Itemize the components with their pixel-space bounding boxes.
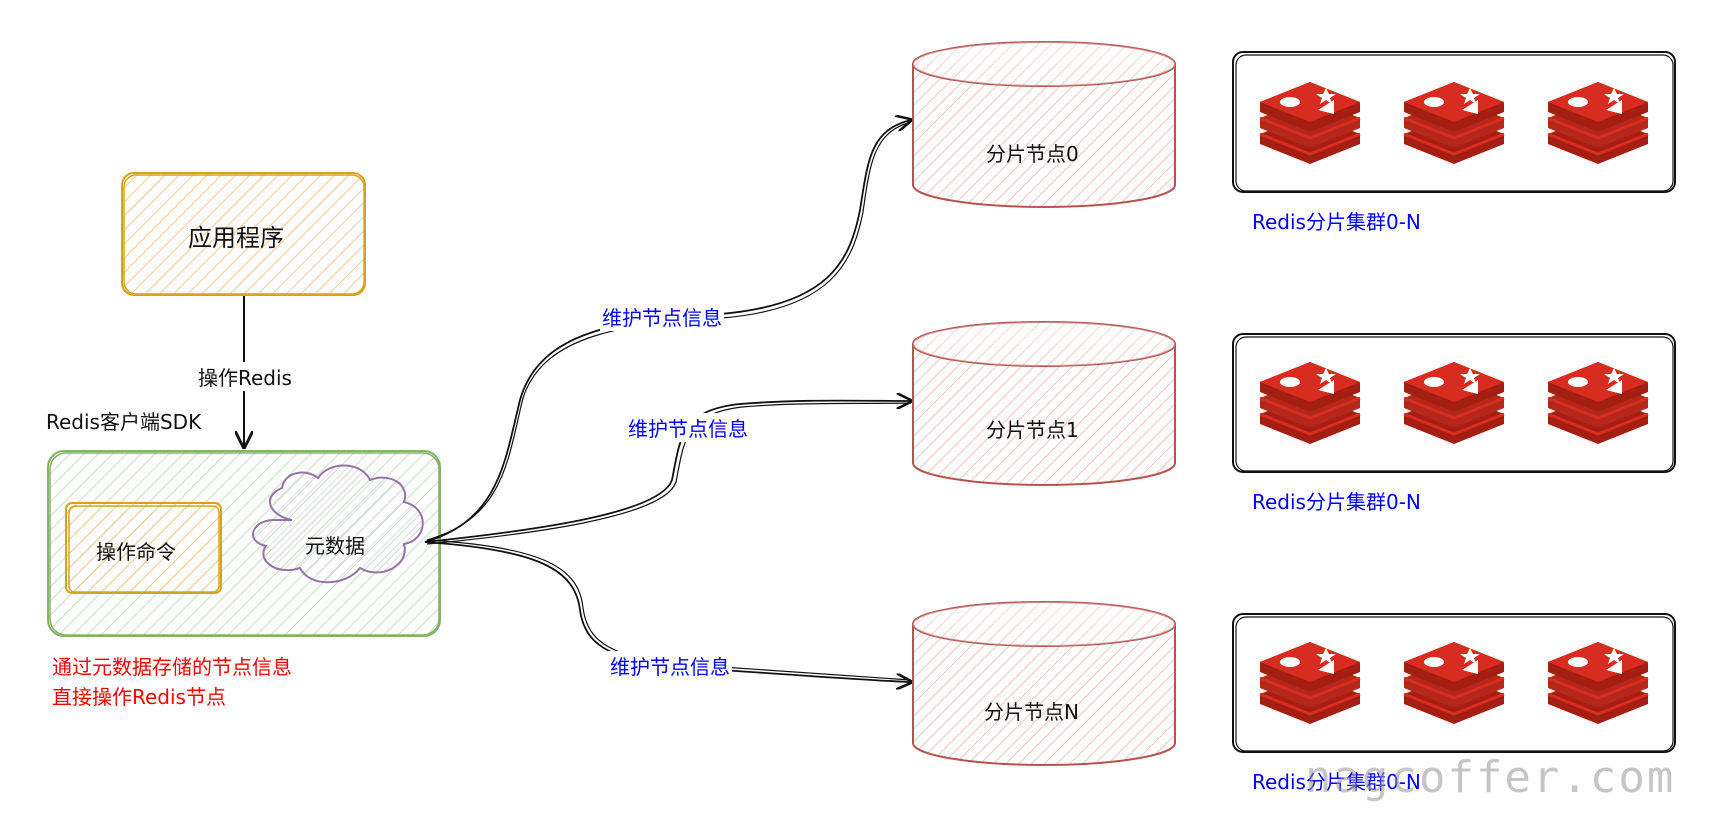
maintain-label-0: 维护节点信息: [600, 302, 724, 331]
redis-logo-icon: [1546, 640, 1650, 726]
application-box: [121, 172, 366, 296]
sdk-label: Redis客户端SDK: [46, 410, 202, 434]
shard-node-0: [912, 41, 1176, 208]
redis-logo-icon: [1258, 640, 1362, 726]
command-label: 操作命令: [96, 540, 176, 564]
redis-logo-icon: [1546, 360, 1650, 446]
redis-logo-icon: [1402, 360, 1506, 446]
shard-node-1: [912, 321, 1176, 486]
watermark: nagcoffer.com: [1305, 752, 1676, 803]
maintain-label-1: 维护节点信息: [626, 413, 750, 442]
cluster-box-1: [1232, 333, 1676, 473]
shard-node-n: [912, 601, 1176, 766]
command-box: [65, 502, 222, 594]
metadata-cloud: [252, 464, 424, 584]
redis-logo-icon: [1546, 80, 1650, 166]
note-line-1: 通过元数据存储的节点信息: [52, 655, 292, 679]
cluster-label-n: Redis分片集群0-N: [1252, 770, 1421, 794]
metadata-label: 元数据: [305, 534, 365, 558]
redis-logo-icon: [1258, 80, 1362, 166]
redis-logo-icon: [1402, 640, 1506, 726]
shard-label-n: 分片节点N: [984, 700, 1079, 724]
redis-logo-icon: [1258, 360, 1362, 446]
shard-label-1: 分片节点1: [986, 418, 1079, 442]
edge-to-shard-0: [424, 120, 911, 543]
operate-redis-label: 操作Redis: [196, 362, 294, 391]
cluster-box-n: [1232, 613, 1676, 753]
redis-logo-icon: [1402, 80, 1506, 166]
cluster-label-0: Redis分片集群0-N: [1252, 210, 1421, 234]
maintain-label-n: 维护节点信息: [608, 651, 732, 680]
shard-label-0: 分片节点0: [986, 142, 1079, 166]
cluster-label-1: Redis分片集群0-N: [1252, 490, 1421, 514]
cluster-box-0: [1232, 51, 1676, 193]
application-label: 应用程序: [188, 224, 284, 252]
note-line-2: 直接操作Redis节点: [52, 685, 226, 709]
